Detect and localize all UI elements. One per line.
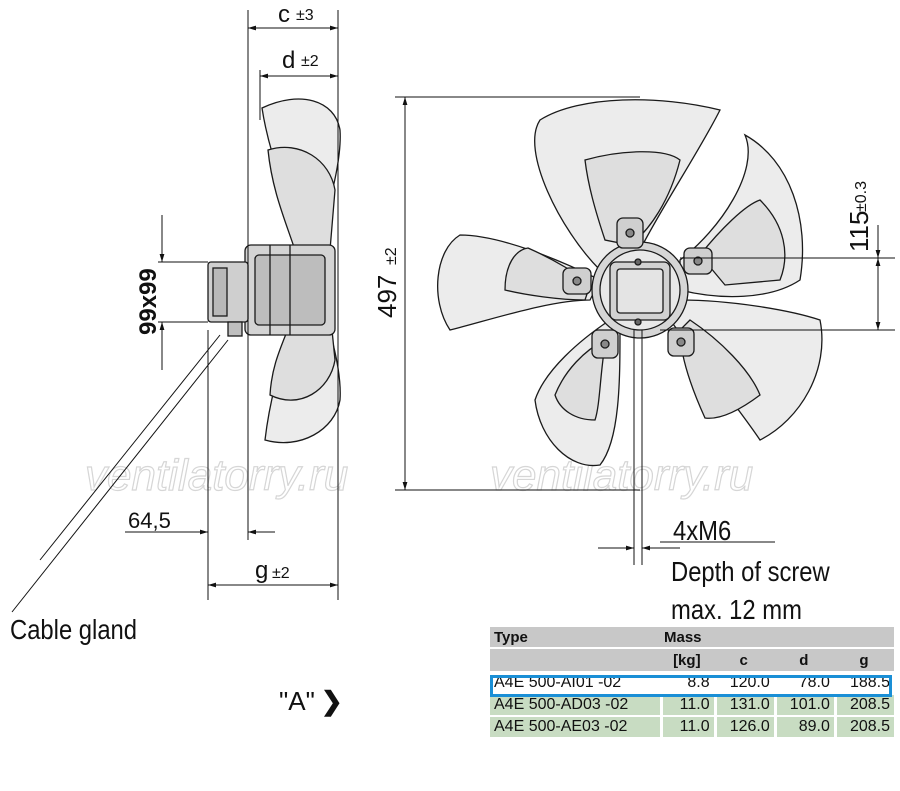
- dim-g-tol: ±2: [272, 565, 290, 582]
- watermark-left: ventilatorry.ru: [85, 451, 348, 500]
- dim-d-tol: ±2: [301, 53, 319, 70]
- dim-g-label: g: [255, 557, 268, 584]
- cell-mass: 8.8: [660, 673, 714, 693]
- cable-gland-label: Cable gland: [10, 614, 138, 645]
- cell-d: 89.0: [773, 717, 834, 737]
- cell-d: 101.0: [773, 695, 834, 715]
- front-dim-labels: 497 ±2 115 ±0.3: [372, 181, 874, 318]
- dim-c-tol: ±3: [296, 7, 314, 24]
- view-arrow-icon: ❯: [320, 686, 343, 716]
- header-d: d: [773, 649, 834, 671]
- dim-diameter-tol: ±2: [383, 247, 400, 265]
- view-a-marker: "A"❯: [279, 686, 343, 717]
- cell-type: A4E 500-AI01 -02: [490, 673, 660, 693]
- side-dimensions: [11, 10, 339, 613]
- dim-c-label: c: [278, 1, 290, 28]
- screw-depth-label-1: Depth of screw: [671, 556, 830, 587]
- dim-d-label: d: [282, 47, 295, 74]
- cell-c: 131.0: [713, 695, 774, 715]
- dim-square-label: 99x99: [135, 268, 162, 335]
- cell-c: 120.0: [713, 673, 774, 693]
- table-row[interactable]: A4E 500-AE03 -02 11.0 126.0 89.0 208.5: [490, 717, 894, 737]
- header-mass-unit: [kg]: [660, 649, 714, 671]
- dim-diameter-label: 497: [372, 275, 402, 318]
- dim-offset-label: 115: [844, 211, 874, 252]
- cell-mass: 11.0: [660, 695, 714, 715]
- table-row[interactable]: A4E 500-AD03 -02 11.0 131.0 101.0 208.5: [490, 695, 894, 715]
- front-dimensions: [395, 96, 895, 565]
- side-view: [207, 98, 341, 444]
- header-mass: Mass: [660, 627, 714, 647]
- dim-gland-offset: 64,5: [128, 508, 171, 533]
- table-header-row: [kg] c d g: [490, 649, 894, 671]
- cell-type: A4E 500-AE03 -02: [490, 717, 660, 737]
- cell-c: 126.0: [713, 717, 774, 737]
- watermark-right: ventilatorry.ru: [490, 451, 753, 500]
- cell-g: 188.5: [833, 673, 894, 693]
- table-row[interactable]: A4E 500-AI01 -02 8.8 120.0 78.0 188.5: [490, 673, 894, 693]
- screw-depth-label-2: max. 12 mm: [671, 594, 802, 625]
- view-a-label: "A": [279, 686, 315, 716]
- cell-d: 78.0: [773, 673, 834, 693]
- header-g: g: [833, 649, 894, 671]
- spec-table: Type Mass [kg] c d g A4E 500-AI01 -02 8.…: [490, 625, 894, 739]
- cell-g: 208.5: [833, 717, 894, 737]
- side-dim-labels: c ±3 d ±2 g ±2 64,5 99x99: [128, 1, 319, 584]
- dim-offset-tol: ±0.3: [853, 181, 870, 212]
- cell-type: A4E 500-AD03 -02: [490, 695, 660, 715]
- table-header-row: Type Mass: [490, 627, 894, 647]
- header-c: c: [713, 649, 774, 671]
- cell-g: 208.5: [833, 695, 894, 715]
- cell-mass: 11.0: [660, 717, 714, 737]
- header-type: Type: [490, 627, 660, 647]
- screw-spec-label: 4xM6: [673, 515, 732, 546]
- front-view: [437, 99, 823, 467]
- cable-gland: [227, 321, 243, 337]
- watermark: ventilatorry.ru ventilatorry.ru: [84, 450, 753, 500]
